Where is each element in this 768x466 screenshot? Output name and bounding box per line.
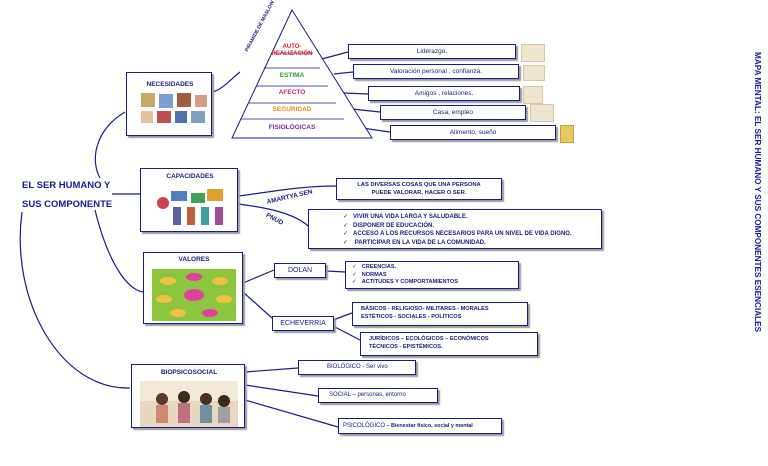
pyramid-level-estima: ESTIMA bbox=[279, 72, 305, 79]
vertical-title: MAPA MENTAL: EL SER HUMANO Y SUS COMPONE… bbox=[753, 52, 762, 333]
pnud-box: VIVIR UNA VIDA LARGA Y SALUDABLE. DISPON… bbox=[308, 209, 602, 249]
dolan-label: DOLAN bbox=[274, 263, 326, 278]
confidence-icon bbox=[523, 65, 545, 81]
biopsicosocial-node: BIOPSICOSOCIAL bbox=[131, 364, 245, 428]
dolan-box: CREENCIAS. NORMAS ACTITUDES Y COMPORTAMI… bbox=[345, 261, 519, 289]
desc-seguridad: Casa, empleo bbox=[380, 105, 526, 120]
desc-afecto: Amigos , relaciones. bbox=[368, 86, 520, 101]
house-icon bbox=[530, 104, 554, 122]
valores-title: VALORES bbox=[178, 256, 210, 263]
food-icon bbox=[560, 125, 574, 143]
main-title-line2: SUS COMPONENTE bbox=[22, 199, 113, 210]
pnud-item: DISPONER DE EDUCACIÓN. bbox=[343, 222, 601, 231]
biologico-box: BIOLÓGICO - Ser vivo bbox=[298, 360, 416, 375]
social-box: SOCIAL – personas, entorno bbox=[318, 388, 438, 403]
psicologico-box: PSICOLÓGICO – Bienestar físico, social y… bbox=[338, 418, 502, 434]
pyramid-level-autorealizacion: AUTO- REALIZACIÓN bbox=[271, 44, 313, 57]
desc-estima: Valoración personal , confianza. bbox=[353, 64, 519, 79]
necesidades-node: NECESIDADES bbox=[126, 72, 212, 136]
pnud-item: PARTICIPAR EN LA VIDA DE LA COMUNIDAD. bbox=[343, 239, 601, 248]
capacidades-image bbox=[157, 189, 223, 225]
dolan-item: NORMAS bbox=[352, 272, 518, 280]
pyramid-level-fisiologicas: FISIOLÓGICAS bbox=[268, 124, 316, 131]
amartya-sen-box: LAS DIVERSAS COSAS QUE UNA PERSONA PUEDE… bbox=[336, 178, 502, 200]
leadership-icon bbox=[521, 44, 545, 62]
echeverria-box-2: JURÍDICOS – ECOLÓGICOS – ECONÓMICOS TÉCN… bbox=[360, 332, 538, 356]
biopsicosocial-photo bbox=[140, 381, 238, 427]
capacidades-node: CAPACIDADES bbox=[140, 168, 238, 232]
valores-node: VALORES bbox=[143, 252, 243, 324]
capacidades-title: CAPACIDADES bbox=[166, 173, 214, 180]
main-title-line1: EL SER HUMANO Y bbox=[22, 180, 111, 191]
necesidades-image bbox=[141, 93, 207, 123]
pnud-item: VIVIR UNA VIDA LARGA Y SALUDABLE. bbox=[343, 213, 601, 222]
pnud-item: ACCESO A LOS RECURSOS NECESARIOS PARA UN… bbox=[343, 230, 601, 239]
biopsicosocial-title: BIOPSICOSOCIAL bbox=[160, 369, 218, 376]
dolan-item: ACTITUDES Y COMPORTAMIENTOS bbox=[352, 279, 518, 287]
friends-icon bbox=[523, 86, 543, 104]
desc-fisiologicas: Alimento, sueño bbox=[390, 125, 556, 140]
echeverria-box-1: BÁSICOS - RELIGIOSO- MILITARES - MORALES… bbox=[352, 302, 528, 326]
dolan-item: CREENCIAS. bbox=[352, 264, 518, 272]
echeverria-label: ECHEVERRIA bbox=[272, 316, 334, 331]
pyramid-level-seguridad: SEGURIDAD bbox=[272, 106, 312, 113]
necesidades-title: NECESIDADES bbox=[146, 81, 194, 88]
valores-mindmap-image bbox=[152, 269, 236, 321]
pyramid-level-afecto: AFECTO bbox=[278, 89, 306, 96]
desc-autorealizacion: Liderazgo. bbox=[348, 44, 516, 59]
